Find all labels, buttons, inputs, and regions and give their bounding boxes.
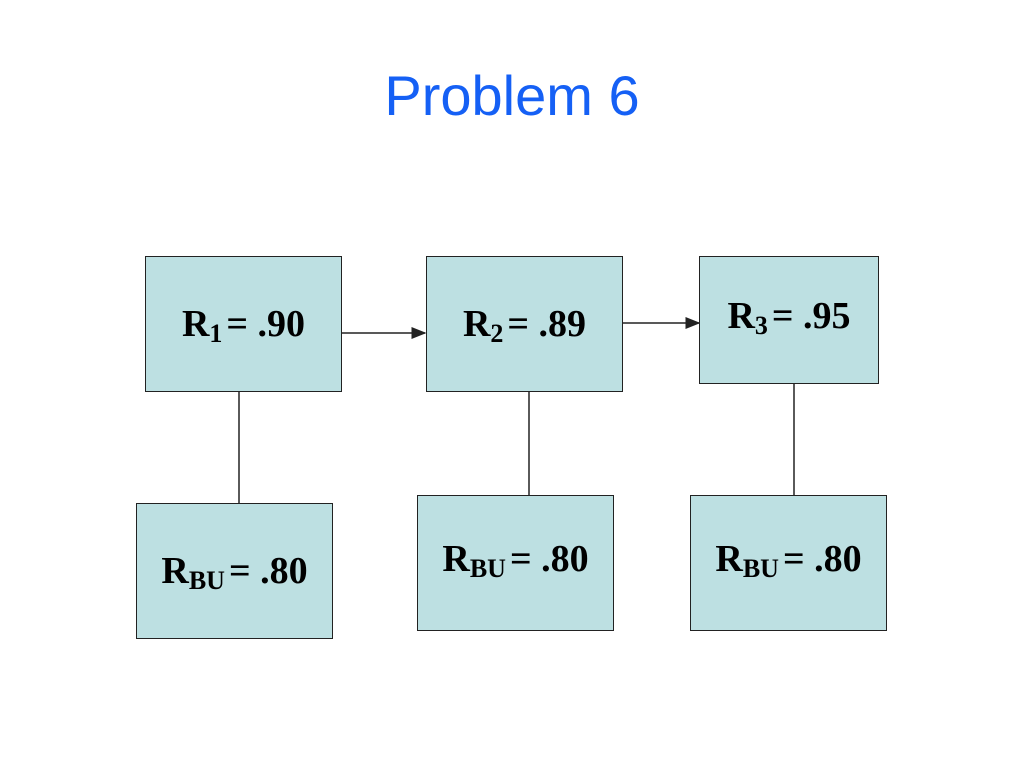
- component-value: .90: [257, 303, 306, 345]
- equals-sign: =: [226, 303, 249, 345]
- equals-sign: =: [228, 550, 251, 592]
- component-value: .95: [803, 295, 851, 337]
- backup-symbol: R: [161, 550, 189, 592]
- backup-value: .80: [541, 538, 589, 580]
- equals-sign: =: [771, 295, 794, 337]
- backup-subscript: BU: [469, 554, 506, 583]
- component-subscript: 2: [490, 319, 504, 348]
- page-title: Problem 6: [384, 64, 640, 127]
- component-symbol: R: [462, 303, 491, 345]
- component-value: .89: [538, 303, 587, 345]
- component-symbol: R: [727, 295, 755, 337]
- backup-symbol: R: [715, 538, 743, 580]
- backup-value: .80: [814, 538, 862, 580]
- backup-value: .80: [260, 550, 308, 592]
- component-subscript: 3: [754, 311, 768, 340]
- component-subscript: 1: [209, 319, 223, 348]
- backup-subscript: BU: [742, 554, 779, 583]
- backup-symbol: R: [442, 538, 470, 580]
- backup-subscript: BU: [188, 566, 225, 595]
- equals-sign: =: [509, 538, 532, 580]
- equals-sign: =: [782, 538, 805, 580]
- component-symbol: R: [181, 303, 210, 345]
- equals-sign: =: [507, 303, 530, 345]
